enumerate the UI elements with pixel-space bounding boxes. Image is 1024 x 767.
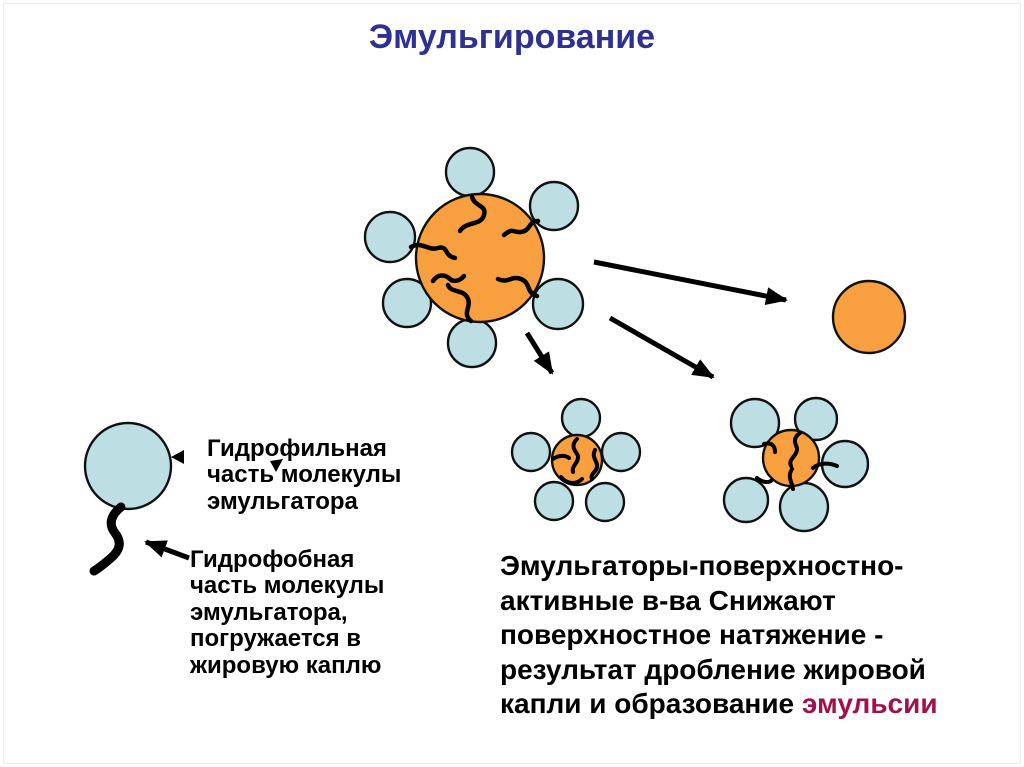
hydrophobic-label: Гидрофобная часть молекулы эмульгатора, … [190,546,385,679]
emulsion-highlight-word: эмульсии [801,688,938,720]
emulsifier-molecule [83,421,283,576]
main-text-block: Эмульгаторы-поверхностно- активные в-ва … [500,549,970,722]
hydrophobic-tail-squiggle [551,453,571,461]
main-text-line: поверхностное натяжение - [500,619,884,651]
emulsifier-head-circle [600,431,642,473]
arrow-to-small-droplet-right [608,315,715,380]
hydrophobic-tail-squiggle [408,242,458,261]
small-droplet-right [722,396,870,533]
hydrophobic-tail-squiggle [445,282,474,324]
emulsifier-head-circle [510,431,552,473]
fat-droplet-circle [414,192,546,324]
hydrophobic-tail-squiggle [430,273,467,284]
emulsifier-head-circle [729,397,781,449]
hydrophobic-tail-squiggle [457,194,487,234]
hydrophobic-tail-squiggle [570,437,581,474]
emulsifier-head-circle [381,277,433,329]
small-droplet-left [510,397,642,523]
hydrophobic-tail-squiggle [762,441,777,454]
hydrophilic-head-circle [83,421,173,511]
arrow-to-free-droplet [593,259,788,305]
hydrophobic-tail-squiggle [811,461,839,470]
hydrophobic-tail [89,502,126,576]
emulsifier-head-circle [533,480,575,522]
hydrophobic-tail-squiggle [559,475,584,485]
emulsifier-head-circle [560,397,602,439]
hydrophilic-pointer-arrowhead [171,450,184,464]
emulsifier-head-circle [363,210,417,264]
free-fat-droplet-circle [831,279,907,355]
emulsifier-head-circle [444,146,496,198]
main-text-line: капли и образование эмульсии [500,687,970,722]
emulsifier-head-circle [528,180,580,232]
hydrophobic-label-arrow [144,539,190,561]
large-fat-droplet [363,146,585,369]
arrow-to-small-droplet-left [524,331,555,375]
main-text-last-line-prefix: капли и образование [500,688,802,720]
emulsifier-head-circle [446,317,498,369]
main-text-line: Эмульгаторы-поверхностно- [500,550,904,581]
hydrophobic-tail-squiggle [755,476,774,485]
small-arrowhead [270,459,283,472]
emulsifier-head-circle [531,277,585,331]
emulsifier-head-circle [793,396,839,442]
main-text-line: активные в-ва Снижают [500,584,836,616]
hydrophobic-tail-squiggle [787,467,795,491]
hydrophobic-tail-squiggle [788,431,802,468]
emulsifier-head-circle [778,481,830,533]
hydrophobic-tail-squiggle [589,448,600,481]
main-text-line: результат дробление жировой [500,653,926,685]
slide-title: Эмульгирование [368,18,656,56]
emulsifier-head-circle [722,476,770,524]
emulsifier-head-circle [584,481,626,523]
hydrophobic-tail-squiggle [501,218,541,238]
hydrophobic-tail-squiggle [495,275,540,299]
hydrophilic-label: Гидрофильная часть молекулы эмульгатора [207,435,402,515]
